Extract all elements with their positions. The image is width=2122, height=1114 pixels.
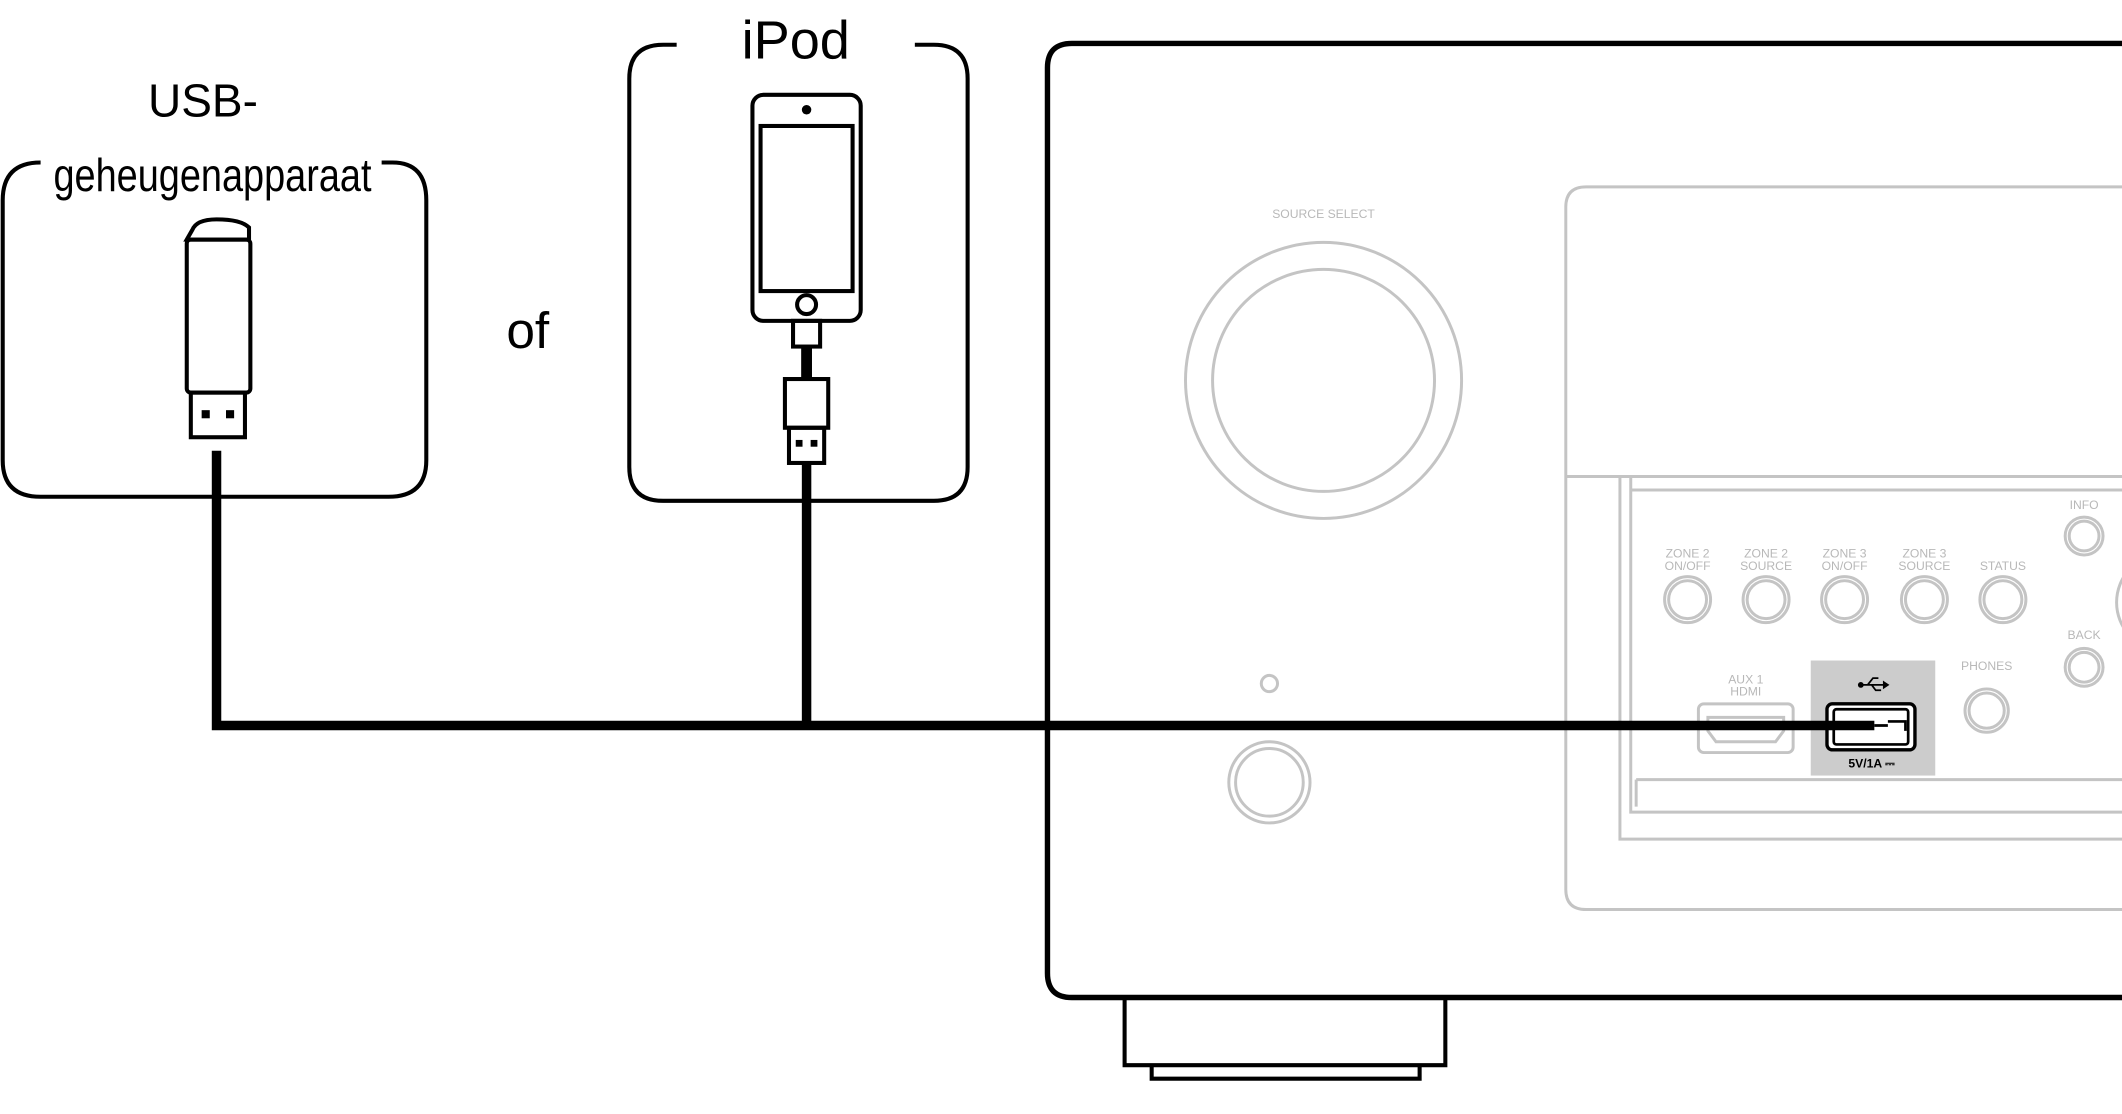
zone2-onoff-button[interactable]: ZONE 2 ON/OFF xyxy=(1663,547,1713,625)
zone2-source-button[interactable]: ZONE 2 SOURCE xyxy=(1740,547,1792,625)
ipod-icon xyxy=(750,92,863,465)
back-label: BACK xyxy=(2068,628,2101,642)
usb-device-label-line2: geheugenapparaat xyxy=(53,149,371,201)
usb-plug-tip xyxy=(1874,720,1907,731)
usb-port[interactable]: 5V/1A ⎓ xyxy=(1810,660,1936,776)
usb-device-panel: USB- geheugenapparaat xyxy=(0,74,429,499)
ipod-panel: iPod xyxy=(627,10,970,503)
aux-label: AUX 1 xyxy=(1728,673,1763,687)
status-button[interactable]: STATUS xyxy=(1978,559,2028,625)
aux1-hdmi-port[interactable]: AUX 1 HDMI xyxy=(1696,673,1795,755)
zone3-onoff-button[interactable]: ZONE 3 ON/OFF xyxy=(1820,547,1870,625)
button-label: ON/OFF xyxy=(1665,559,1711,573)
zone3-source-button[interactable]: ZONE 3 SOURCE xyxy=(1898,547,1950,625)
av-receiver: SOURCE SELECT ZONE 2 ON/OFF ZONE 2 SOURC… xyxy=(1044,40,2122,1081)
usb-device-label-line1: USB- xyxy=(148,74,258,126)
usb-symbol-icon xyxy=(1857,677,1890,692)
usb-cable xyxy=(211,450,1875,731)
button-label: STATUS xyxy=(1980,559,2026,573)
info-button[interactable]: INFO xyxy=(2063,498,2105,557)
source-select-knob[interactable] xyxy=(1184,240,1464,520)
cursor-pad[interactable] xyxy=(2115,554,2122,651)
button-label: ZONE 2 xyxy=(1666,547,1710,561)
button-label: SOURCE xyxy=(1740,559,1792,573)
usb-stick-icon xyxy=(183,217,253,440)
button-label: SOURCE xyxy=(1898,559,1950,573)
button-label: ZONE 3 xyxy=(1823,547,1867,561)
usb-rating-label: 5V/1A ⎓ xyxy=(1848,756,1895,770)
zone-buttons: ZONE 2 ON/OFF ZONE 2 SOURCE ZONE 3 ON/OF… xyxy=(1663,547,2028,625)
aux-label: HDMI xyxy=(1730,685,1761,699)
button-label: ZONE 3 xyxy=(1902,547,1946,561)
power-button[interactable] xyxy=(1227,740,1312,825)
button-label: ZONE 2 xyxy=(1744,547,1788,561)
phones-jack[interactable]: PHONES xyxy=(1961,659,2012,734)
phones-label: PHONES xyxy=(1961,659,2012,673)
or-label: of xyxy=(506,301,550,359)
button-label: ON/OFF xyxy=(1822,559,1868,573)
standby-indicator xyxy=(1259,673,1280,694)
ipod-label: iPod xyxy=(742,10,850,70)
back-button[interactable]: BACK xyxy=(2063,628,2105,688)
info-label: INFO xyxy=(2070,498,2099,512)
source-select-label: SOURCE SELECT xyxy=(1272,207,1375,221)
